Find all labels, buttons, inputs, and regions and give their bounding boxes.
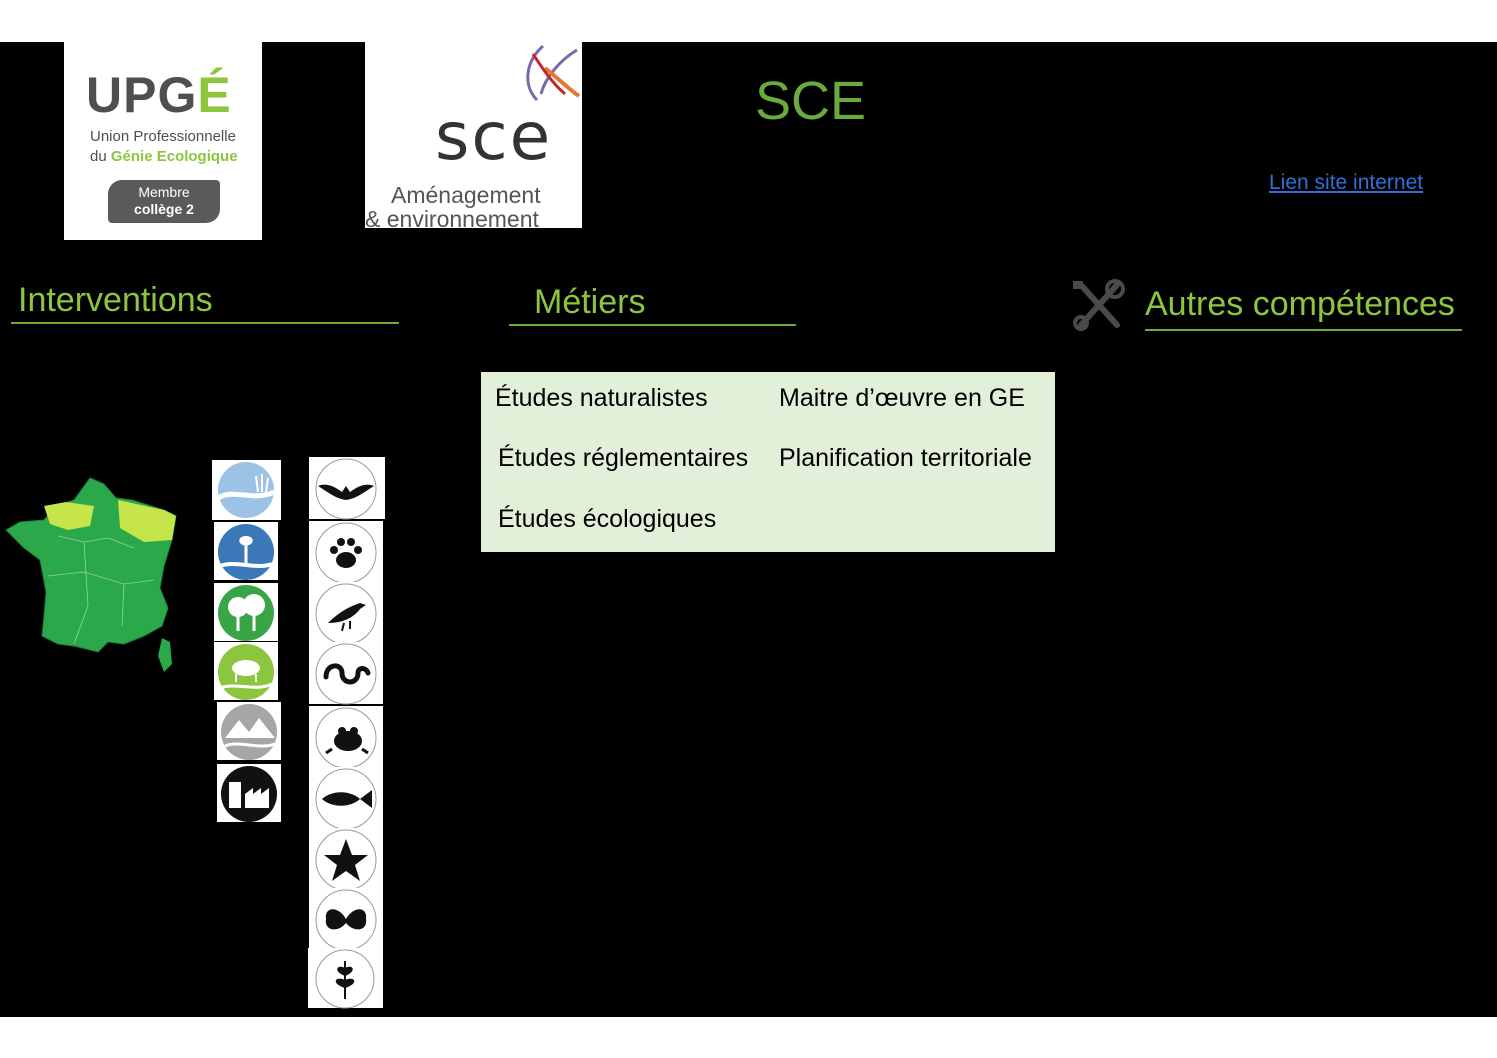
section-title-metiers: Métiers: [534, 283, 646, 321]
section-title-autres: Autres compétences: [1145, 285, 1455, 323]
taxa-tile: [309, 582, 383, 645]
forest-icon: [218, 585, 274, 641]
habitat-tile: [212, 460, 281, 520]
habitat-tile: [214, 642, 278, 700]
taxa-tile: [308, 948, 383, 1009]
habitat-tile: [214, 522, 278, 580]
metier-item: Planification territoriale: [779, 444, 1032, 472]
taxa-tile: [309, 457, 385, 520]
upge-line2: du Génie Ecologique: [90, 148, 238, 165]
habitat-tile: [214, 583, 278, 641]
taxa-tile: [309, 767, 383, 830]
underline-autres: [1145, 329, 1462, 331]
sce-subtitle-1: Aménagement: [391, 182, 541, 208]
bird-icon: [315, 583, 377, 645]
paw-icon: [315, 522, 377, 584]
company-title: SCE: [755, 71, 867, 131]
butterfly-icon: [315, 889, 377, 951]
metier-item: Études réglementaires: [498, 444, 749, 472]
taxa-tile: [309, 888, 383, 951]
urban-industrial-icon: [221, 766, 277, 822]
sce-wordmark: sce: [435, 98, 553, 175]
sce-logo: sce Aménagement & environnement: [365, 42, 582, 228]
wetland-icon: [216, 462, 276, 518]
taxa-tile: [309, 642, 383, 705]
underline-metiers: [509, 324, 796, 326]
habitat-tile: [217, 702, 281, 760]
metiers-box: Études naturalistes Maitre d’œuvre en GE…: [481, 372, 1055, 552]
sce-subtitle-2: & environnement: [365, 206, 539, 228]
starfish-icon: [315, 829, 377, 891]
coastal-icon: [218, 524, 274, 580]
taxa-tile: [309, 521, 383, 584]
mountain-icon: [221, 704, 277, 760]
metier-item: Études naturalistes: [495, 384, 708, 412]
tools-icon: [1073, 279, 1125, 331]
snake-icon: [315, 643, 377, 705]
metier-item: Études écologiques: [498, 505, 717, 533]
france-map: [5, 477, 177, 672]
website-link[interactable]: Lien site internet: [1269, 171, 1424, 194]
upge-wordmark: UPGÉ: [86, 67, 232, 123]
bat-icon: [315, 458, 377, 520]
upge-line1: Union Professionnelle: [90, 128, 236, 145]
metier-item: Maitre d’œuvre en GE: [779, 384, 1025, 412]
fish-icon: [315, 768, 377, 830]
upge-logo: UPGÉ Union Professionnelle du Génie Ecol…: [64, 42, 262, 240]
grassland-icon: [218, 644, 274, 700]
frog-icon: [315, 707, 377, 769]
plant-icon: [315, 949, 375, 1009]
underline-interventions: [11, 322, 399, 324]
taxa-tile: [309, 828, 383, 891]
habitat-tile: [217, 764, 281, 822]
taxa-tile: [309, 706, 383, 769]
section-title-interventions: Interventions: [18, 281, 213, 319]
sce-logo-swirl-icon: [526, 44, 581, 102]
